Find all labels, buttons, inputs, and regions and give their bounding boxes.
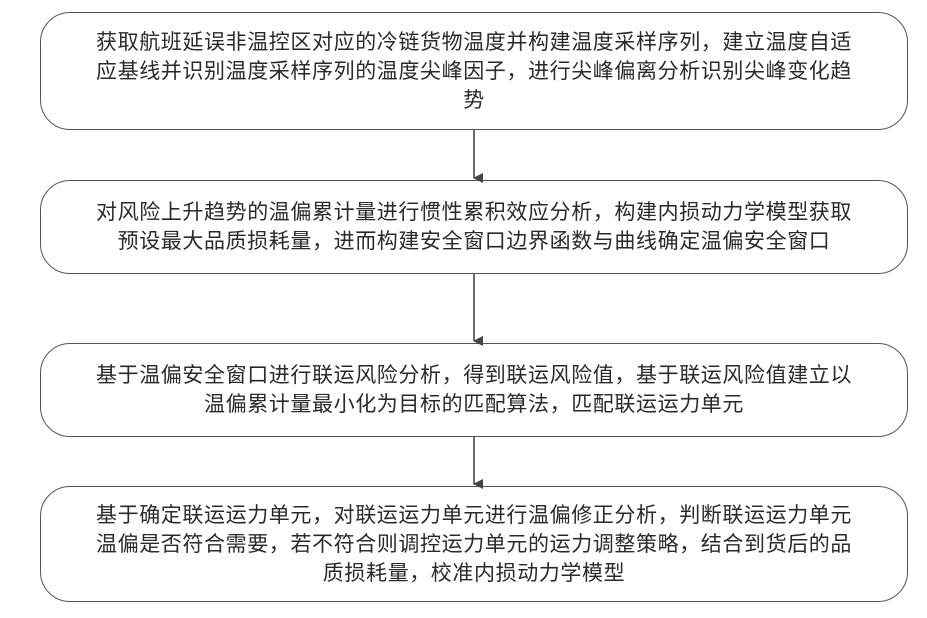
flow-step-3: 基于温偏安全窗口进行联运风险分析，得到联运风险值，基于联运风险值建立以温偏累计量… [40,343,908,437]
flow-step-2: 对风险上升趋势的温偏累计量进行惯性累积效应分析，构建内损动力学模型获取预设最大品… [40,180,908,274]
flow-step-1: 获取航班延误非温控区对应的冷链货物温度并构建温度采样序列，建立温度自适应基线并识… [40,12,908,130]
flow-step-3-text: 基于温偏安全窗口进行联运风险分析，得到联运风险值，基于联运风险值建立以温偏累计量… [94,361,854,419]
flow-step-1-text: 获取航班延误非温控区对应的冷链货物温度并构建温度采样序列，建立温度自适应基线并识… [94,28,854,115]
flow-step-4: 基于确定联运运力单元，对联运运力单元进行温偏修正分析，判断联运运力单元温偏是否符… [40,486,908,602]
flow-step-4-text: 基于确定联运运力单元，对联运运力单元进行温偏修正分析，判断联运运力单元温偏是否符… [94,501,854,588]
flow-step-2-text: 对风险上升趋势的温偏累计量进行惯性累积效应分析，构建内损动力学模型获取预设最大品… [94,198,854,256]
